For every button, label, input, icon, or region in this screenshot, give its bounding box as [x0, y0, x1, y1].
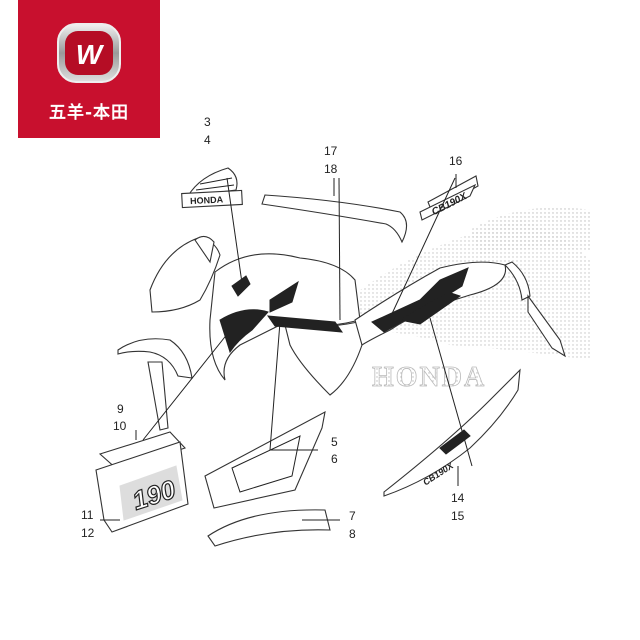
callout-5: 5 — [331, 435, 338, 449]
callout-6: 6 — [331, 452, 338, 466]
wuyang-honda-logo-icon: W — [57, 23, 121, 83]
brand-name: 五羊-本田 — [48, 103, 130, 123]
callout-11: 11 — [81, 508, 94, 522]
callout-7: 7 — [349, 509, 356, 523]
watermark-honda-text: HONDA — [372, 362, 486, 393]
side-190-decal-left: 190 — [95, 431, 189, 533]
brand-logo-badge: W 五羊-本田 — [18, 0, 160, 138]
callout-10: 10 — [113, 419, 127, 433]
honda-wing-emblem: HONDA — [181, 167, 243, 209]
callout-16: 16 — [449, 154, 463, 168]
upper-stripe-decal — [261, 194, 408, 244]
callout-4: 4 — [204, 133, 211, 147]
callout-17: 17 — [324, 144, 338, 158]
callout-14: 14 — [451, 491, 465, 505]
callout-15: 15 — [451, 509, 465, 523]
logo-mark: W — [76, 39, 105, 70]
motorcycle-body — [117, 235, 566, 431]
callout-9: 9 — [117, 402, 124, 416]
callout-3: 3 — [204, 115, 211, 129]
emblem-honda-text: HONDA — [190, 194, 224, 206]
lower-stripe-decal — [207, 509, 331, 547]
cb190x-upper-decal: CB190X — [419, 175, 479, 221]
callout-12: 12 — [81, 526, 95, 540]
leader-lines — [100, 174, 473, 521]
callout-numbers: 3 4 17 18 16 9 10 11 12 5 6 7 8 14 15 — [81, 115, 465, 541]
callout-8: 8 — [349, 527, 356, 541]
side-panel-decal — [204, 410, 326, 509]
callout-18: 18 — [324, 162, 338, 176]
